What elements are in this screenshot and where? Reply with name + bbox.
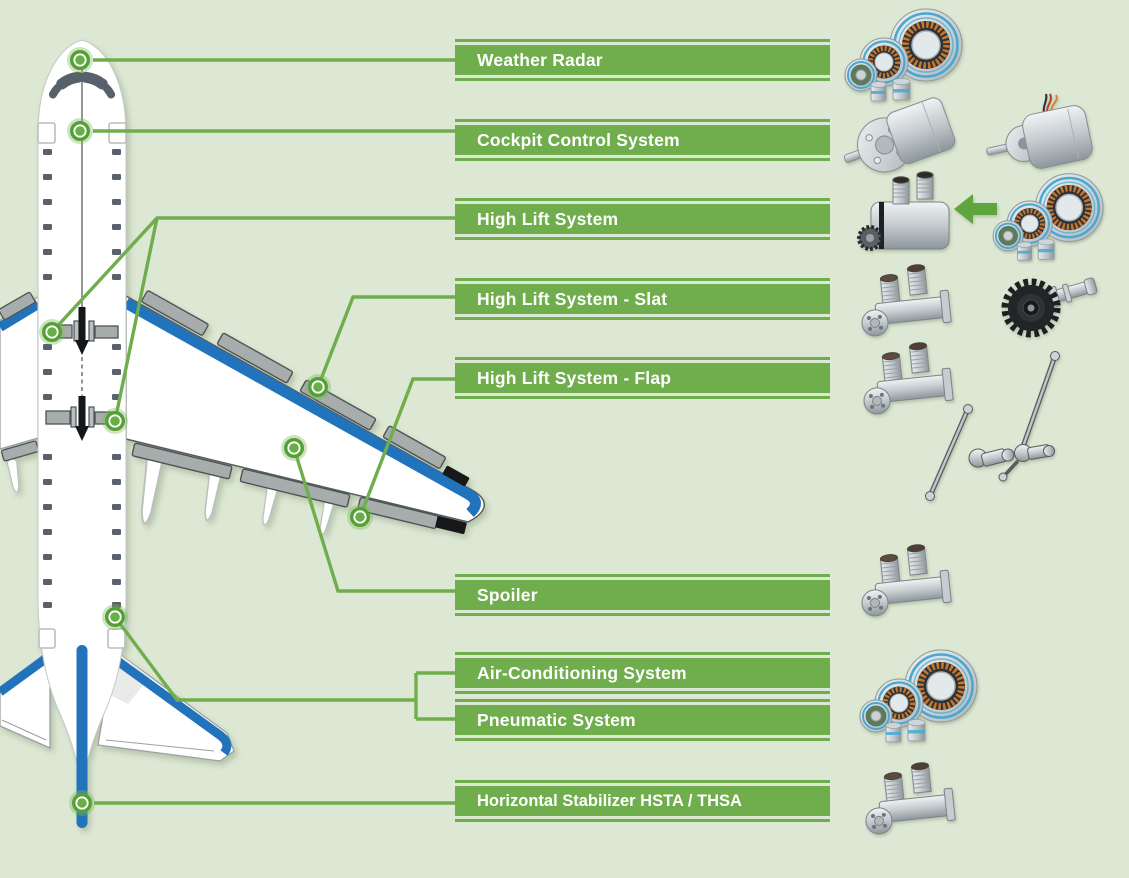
marker-weather-radar bbox=[65, 45, 95, 75]
dual-connector-sensor-icon bbox=[859, 759, 957, 836]
flaps bbox=[131, 442, 439, 530]
label-top-line bbox=[455, 198, 830, 201]
flanged-motor-icon bbox=[834, 94, 959, 186]
connector-high-lift bbox=[50, 216, 455, 422]
right-wing bbox=[123, 290, 485, 535]
marker-horizontal-stabilizer bbox=[67, 788, 97, 818]
left-wing bbox=[0, 291, 41, 462]
label-top-line bbox=[455, 357, 830, 360]
label-bottom-line bbox=[455, 819, 830, 822]
label-bar: Cockpit Control System bbox=[455, 125, 830, 155]
label-bottom-line bbox=[455, 691, 830, 694]
label-bar: High Lift System - Slat bbox=[455, 284, 830, 314]
cockpit-windshield bbox=[48, 71, 116, 99]
system-label-text: Cockpit Control System bbox=[477, 129, 680, 150]
label-top-line bbox=[455, 574, 830, 577]
label-bottom-line bbox=[455, 613, 830, 616]
system-label-horizontal-stabilizer: Horizontal Stabilizer HSTA / THSA bbox=[455, 780, 830, 822]
label-bottom-line bbox=[455, 738, 830, 741]
vertical-fin bbox=[76, 645, 88, 828]
label-bar: Pneumatic System bbox=[455, 705, 830, 735]
system-label-air-conditioning-system: Air-Conditioning System bbox=[455, 652, 830, 694]
system-label-high-lift-system-flap: High Lift System - Flap bbox=[455, 357, 830, 399]
marker-high-lift-front bbox=[37, 317, 67, 347]
brushless-motor-icon bbox=[980, 93, 1096, 180]
system-label-text: High Lift System - Flap bbox=[477, 367, 672, 388]
system-label-text: High Lift System bbox=[477, 208, 619, 229]
label-bar: High Lift System - Flap bbox=[455, 363, 830, 393]
dual-connector-actuator-icon bbox=[857, 169, 951, 251]
left-flap bbox=[1, 440, 39, 462]
system-label-text: High Lift System - Slat bbox=[477, 288, 668, 309]
label-top-line bbox=[455, 699, 830, 702]
label-top-line bbox=[455, 652, 830, 655]
wingtip-slat-end bbox=[442, 465, 470, 487]
label-bottom-line bbox=[455, 78, 830, 81]
resolver-ring-set-icon bbox=[993, 174, 1103, 260]
system-label-high-lift-system-slat: High Lift System - Slat bbox=[455, 278, 830, 320]
system-label-cockpit-control-system: Cockpit Control System bbox=[455, 119, 830, 161]
connector-spoiler bbox=[292, 447, 455, 593]
system-label-spoiler: Spoiler bbox=[455, 574, 830, 616]
product-column bbox=[834, 9, 1103, 836]
system-label-text: Horizontal Stabilizer HSTA / THSA bbox=[477, 791, 742, 810]
system-label-text: Spoiler bbox=[477, 584, 538, 605]
label-top-line bbox=[455, 119, 830, 122]
marker-flap bbox=[345, 502, 375, 532]
gear-shaft-assembly-icon bbox=[1005, 275, 1098, 334]
aircraft-top-view bbox=[0, 39, 485, 828]
connector-air-pneumatic bbox=[113, 615, 455, 721]
label-bottom-line bbox=[455, 237, 830, 240]
system-label-high-lift-system: High Lift System bbox=[455, 198, 830, 240]
system-label-text: Pneumatic System bbox=[477, 709, 636, 730]
connector-lines bbox=[50, 58, 455, 805]
dual-connector-sensor-icon bbox=[855, 261, 953, 338]
label-top-line bbox=[455, 278, 830, 281]
marker-air-pneumatic bbox=[100, 602, 130, 632]
left-arrow-icon bbox=[954, 194, 997, 224]
system-label-pneumatic-system: Pneumatic System bbox=[455, 699, 830, 741]
wingtip-flap-end bbox=[435, 515, 467, 535]
connector-flap bbox=[358, 377, 455, 518]
dual-connector-sensor-icon bbox=[857, 339, 955, 416]
leading-edge-blue bbox=[123, 298, 481, 518]
label-bar: Spoiler bbox=[455, 580, 830, 610]
marker-high-lift-rear bbox=[100, 406, 130, 436]
dual-connector-sensor-icon bbox=[855, 541, 953, 618]
marker-slat bbox=[303, 372, 333, 402]
resolver-ring-set-icon bbox=[845, 9, 962, 101]
label-bar: Air-Conditioning System bbox=[455, 658, 830, 688]
marker-cockpit-control bbox=[65, 116, 95, 146]
label-bar: High Lift System bbox=[455, 204, 830, 234]
system-label-text: Weather Radar bbox=[477, 49, 603, 70]
resolver-ring-set-icon bbox=[860, 650, 977, 742]
left-slat bbox=[0, 291, 36, 321]
connector-slat bbox=[316, 295, 455, 388]
label-top-line bbox=[455, 780, 830, 783]
left-horizontal-stabilizer bbox=[0, 648, 51, 749]
label-bar: Weather Radar bbox=[455, 45, 830, 75]
label-bottom-line bbox=[455, 317, 830, 320]
label-top-line bbox=[455, 39, 830, 42]
label-bottom-line bbox=[455, 396, 830, 399]
marker-spoiler bbox=[279, 433, 309, 463]
system-label-text: Air-Conditioning System bbox=[477, 662, 687, 683]
label-bottom-line bbox=[455, 158, 830, 161]
label-bar: Horizontal Stabilizer HSTA / THSA bbox=[455, 786, 830, 816]
system-label-weather-radar: Weather Radar bbox=[455, 39, 830, 81]
